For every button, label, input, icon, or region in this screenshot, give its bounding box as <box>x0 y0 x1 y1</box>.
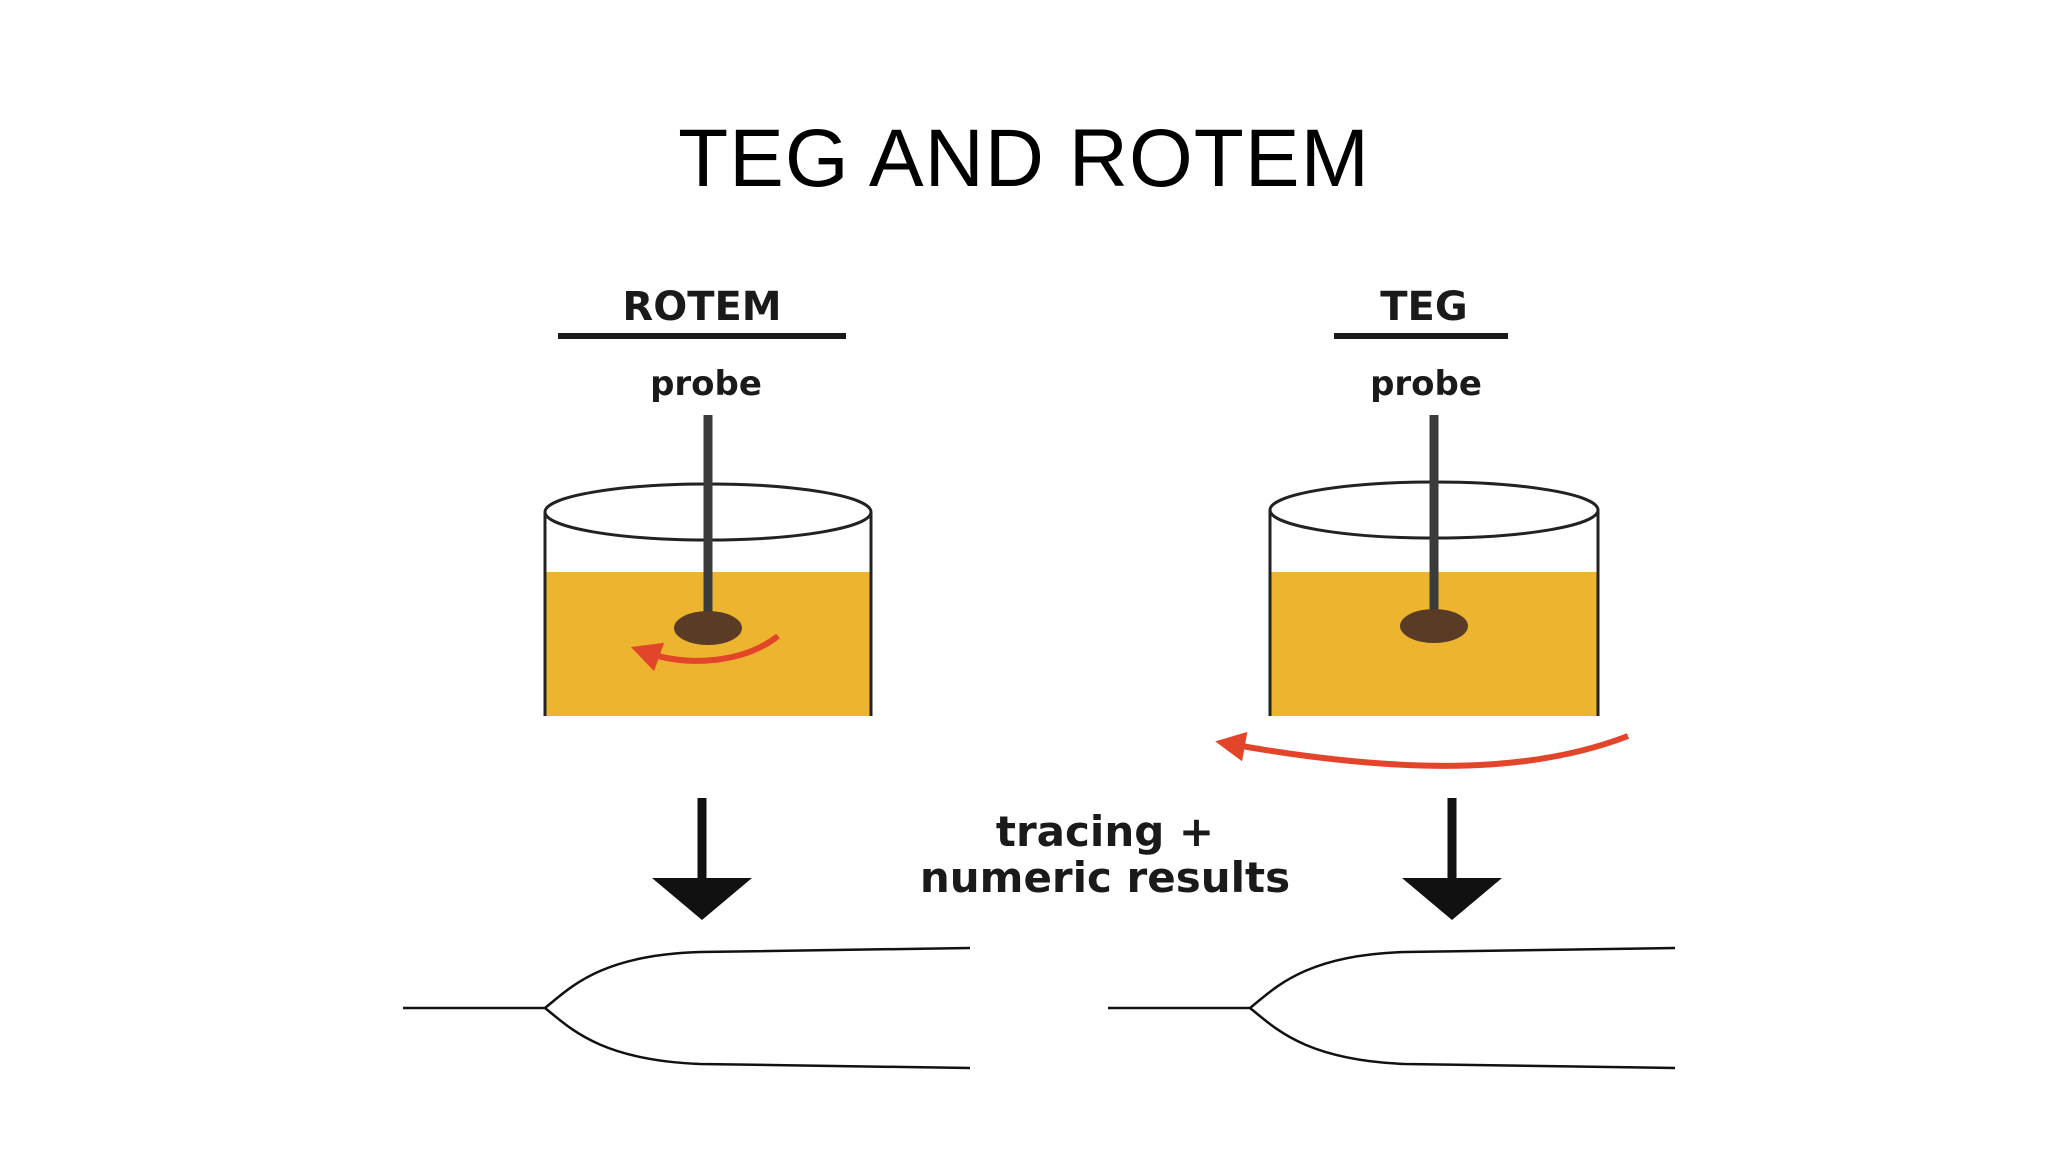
slide-title: TEG AND ROTEM <box>678 113 1370 204</box>
teg-probe-label: probe <box>1370 364 1482 404</box>
rotem-panel: ROTEM probe <box>403 284 971 1070</box>
rotem-tracing <box>403 946 971 1070</box>
rotem-down-arrow <box>652 798 752 920</box>
rotem-probe-rotation-arrow <box>630 633 780 672</box>
teg-probe-tip <box>1400 609 1468 643</box>
result-label-line1: tracing + <box>996 807 1214 856</box>
teg-cup-rotation-arrow <box>1215 731 1630 769</box>
rotem-probe-tip <box>674 611 742 645</box>
teg-down-arrow <box>1402 798 1502 920</box>
teg-panel: TEG probe <box>1108 284 1676 1070</box>
result-label-line2: numeric results <box>920 853 1290 902</box>
teg-heading: TEG <box>1380 284 1467 330</box>
rotem-probe-label: probe <box>650 364 762 404</box>
rotem-heading: ROTEM <box>622 284 781 330</box>
teg-tracing <box>1108 946 1676 1070</box>
